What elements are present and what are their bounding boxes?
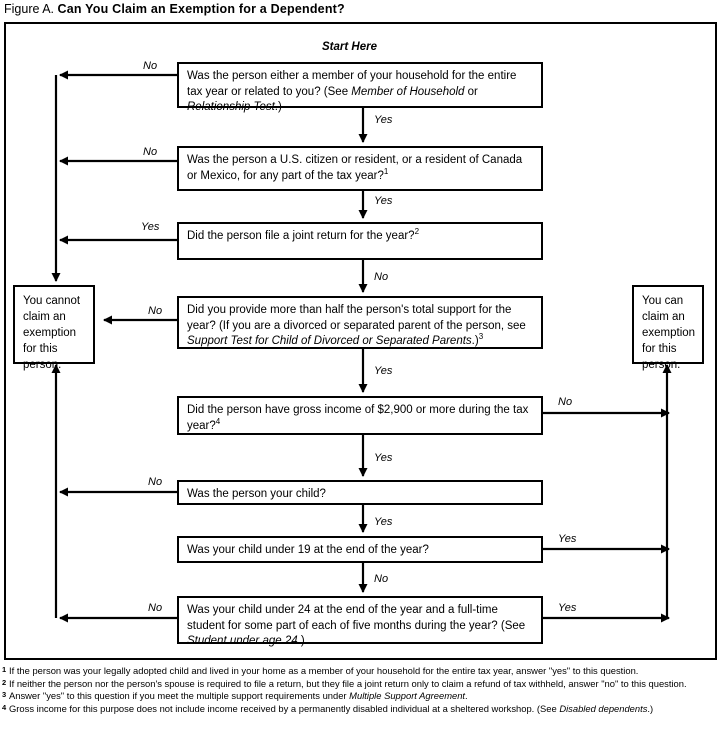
edge-label-q7-yes: Yes xyxy=(558,533,577,545)
edge-label-q2-no: No xyxy=(143,146,158,158)
decision-box-citizen-or-resident[interactable]: Was the person a U.S. citizen or residen… xyxy=(177,146,543,191)
terminal-box-can-claim[interactable]: You can claim an exemption for this pers… xyxy=(632,285,704,371)
figure-heading: Can You Claim an Exemption for a Depende… xyxy=(57,2,345,16)
footnote-2-marker: 2 xyxy=(2,677,7,687)
edge-label-q7-no: No xyxy=(374,573,389,585)
footnote-1-text: If the person was your legally adopted c… xyxy=(9,665,639,676)
footnote-3-marker: 3 xyxy=(2,690,7,700)
figure-number: Figure A. xyxy=(4,2,55,16)
edge-label-q6-no: No xyxy=(148,476,163,488)
decision-box-joint-return[interactable]: Did the person file a joint return for t… xyxy=(177,222,543,260)
decision-box-was-your-child[interactable]: Was the person your child? xyxy=(177,480,543,505)
footnote-1: 1 If the person was your legally adopted… xyxy=(2,665,719,678)
edge-label-q1-no: No xyxy=(143,60,158,72)
terminal-box-cannot-claim[interactable]: You cannot claim an exemption for this p… xyxy=(13,285,95,371)
decision-box-support-test[interactable]: Did you provide more than half the perso… xyxy=(177,296,543,349)
footnote-2-text: If neither the person nor the person's s… xyxy=(9,677,687,689)
edge-label-q1-yes: Yes xyxy=(374,114,393,126)
footnote-2: 2 If neither the person nor the person's… xyxy=(2,678,719,691)
footnote-3: 3 Answer "yes" to this question if you m… xyxy=(2,690,719,703)
footnote-1-marker: 1 xyxy=(2,665,7,674)
edge-label-q5-no: No xyxy=(558,396,573,408)
edge-label-q8-yes: Yes xyxy=(558,602,577,614)
edge-label-q3-yes: Yes xyxy=(141,221,160,233)
edge-label-q6-yes: Yes xyxy=(374,516,393,528)
decision-box-under-19[interactable]: Was your child under 19 at the end of th… xyxy=(177,536,543,563)
edge-label-q8-no: No xyxy=(148,602,163,614)
footnote-4-text: Gross income for this purpose does not i… xyxy=(9,702,654,714)
footnote-4-marker: 4 xyxy=(2,702,7,712)
footnote-3-text: Answer "yes" to this question if you mee… xyxy=(9,690,468,702)
edge-label-q5-yes: Yes xyxy=(374,452,393,464)
footnotes: 1 If the person was your legally adopted… xyxy=(2,665,719,715)
start-here-label: Start Here xyxy=(322,41,377,53)
edge-label-q4-no: No xyxy=(148,305,163,317)
decision-box-household-or-relationship[interactable]: Was the person either a member of your h… xyxy=(177,62,543,113)
figure-title: Figure A. Can You Claim an Exemption for… xyxy=(4,1,704,19)
decision-box-gross-income[interactable]: Did the person have gross income of $2,9… xyxy=(177,396,543,435)
footnote-4: 4 Gross income for this purpose does not… xyxy=(2,703,719,716)
edge-label-q3-no: No xyxy=(374,271,389,283)
decision-box-under-24-student[interactable]: Was your child under 24 at the end of th… xyxy=(177,596,543,647)
edge-label-q2-yes: Yes xyxy=(374,195,393,207)
edge-label-q4-yes: Yes xyxy=(374,365,393,377)
